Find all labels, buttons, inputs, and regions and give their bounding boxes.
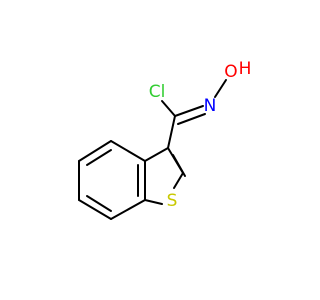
bond: [86, 195, 112, 212]
bond: [110, 140, 146, 162]
bond: [144, 147, 169, 162]
oxygen-atom-label: O: [224, 62, 237, 82]
nitrogen-atom-label: N: [204, 96, 217, 116]
bond: [214, 79, 227, 98]
bonds: [78, 79, 227, 220]
bond: [110, 199, 146, 220]
bond: [167, 115, 176, 149]
atom-labels: Cl N O H S: [149, 59, 252, 211]
bond: [177, 113, 206, 125]
sulfur-atom-label: S: [167, 191, 178, 211]
bond: [78, 140, 112, 162]
chlorine-atom-label: Cl: [149, 82, 166, 102]
bond: [78, 199, 112, 220]
bond: [173, 172, 184, 189]
bond: [161, 100, 176, 117]
bond: [144, 199, 163, 205]
hydrogen-atom-label: H: [239, 59, 252, 79]
bond: [86, 149, 112, 166]
molecule-structure: Cl N O H S: [78, 59, 252, 220]
bond: [174, 105, 204, 117]
